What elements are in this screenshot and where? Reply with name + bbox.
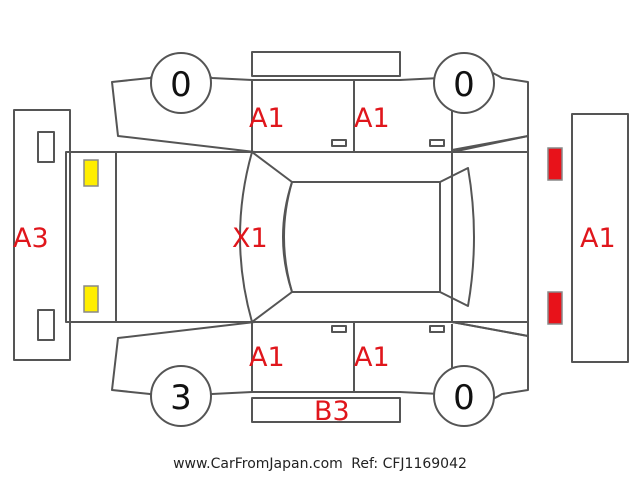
label-lower-rear-door: A1	[249, 342, 285, 373]
top-roof-strip	[251, 51, 401, 77]
wheels: 0 0 3 0	[150, 52, 495, 427]
wheel-rear-left	[150, 365, 212, 427]
plan-hood	[451, 135, 529, 337]
wheel-rear-left-count: 3	[170, 378, 192, 418]
front-lamp-top	[547, 147, 563, 181]
wheel-front-left-count: 0	[170, 65, 192, 105]
plan-windshield	[439, 167, 475, 307]
label-rear-bumper: A3	[13, 223, 49, 254]
top-side-handle-rear	[331, 139, 347, 147]
footer-site: www.CarFromJapan.com	[173, 456, 343, 472]
wheel-front-right	[433, 52, 495, 114]
front-lamp-bottom	[547, 291, 563, 325]
bottom-sill-strip	[251, 397, 401, 423]
top-side-handle-front	[429, 139, 445, 147]
rear-lamp-bottom	[83, 285, 99, 313]
plan-body	[65, 151, 529, 323]
front-bumper-panel	[571, 113, 629, 363]
wheel-front-right-count: 0	[453, 65, 475, 105]
label-front-bumper: A1	[580, 223, 616, 254]
label-roof: X1	[232, 223, 268, 254]
rear-bumper-notch-bottom	[37, 309, 55, 341]
footer-reference: www.CarFromJapan.com Ref: CFJ1169042	[0, 456, 640, 472]
wheel-rear-right	[433, 365, 495, 427]
label-upper-front-door: A1	[354, 103, 390, 134]
label-lower-front-door: A1	[354, 342, 390, 373]
bottom-side-handle-front	[429, 325, 445, 333]
rear-lamp-top	[83, 159, 99, 187]
wheel-rear-right-count: 0	[453, 378, 475, 418]
footer-ref: Ref: CFJ1169042	[351, 456, 467, 472]
rear-bumper-notch-top	[37, 131, 55, 163]
bottom-side-handle-rear	[331, 325, 347, 333]
plan-roof	[283, 181, 441, 293]
label-lower-sill: B3	[314, 396, 350, 427]
label-upper-rear-door: A1	[249, 103, 285, 134]
rear-bumper-panel	[13, 109, 71, 361]
wheel-front-left	[150, 52, 212, 114]
